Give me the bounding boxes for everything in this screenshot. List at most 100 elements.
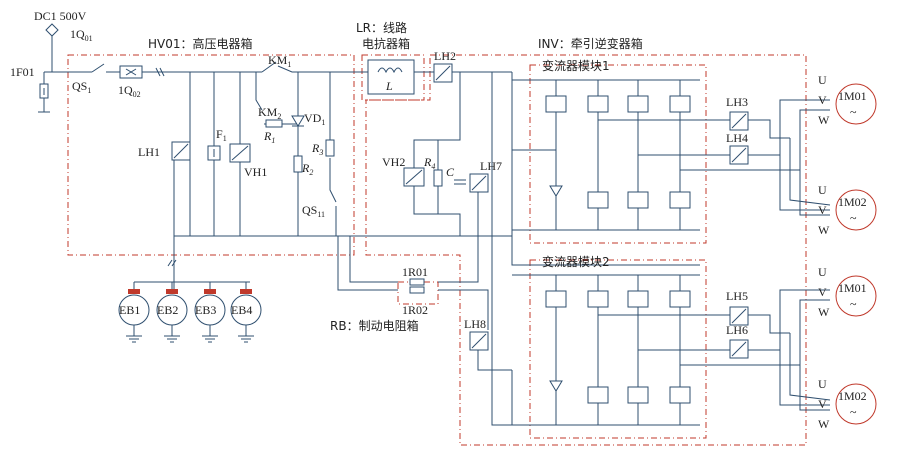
r3-resistor [325,139,335,157]
f1-label: F1 [216,127,227,143]
svg-text:U: U [818,183,827,197]
motor-1-tilde: ~ [850,105,857,119]
lh8-wire [438,289,489,330]
conv1-label: 变流器模块1 [542,58,610,73]
km2-branch [255,72,299,236]
eb3-label: EB3 [195,303,216,317]
module2-rails [512,274,700,426]
lr-box [361,54,425,101]
motor-1m01-a [835,83,877,125]
negative-bus-2 [337,236,398,291]
svg-text:V: V [818,285,827,299]
lh6-sensor-mark [731,341,747,357]
eb2-label: EB2 [157,303,178,317]
module1-legs [555,80,681,230]
r1-label: R1 [263,129,275,145]
svg-text:V: V [818,93,827,107]
svg-text:V: V [818,397,827,411]
module1-outputs [512,119,760,156]
converter-module-1-box [529,64,707,244]
dc-label: DC1 500V [34,9,87,23]
svg-text:W: W [818,417,830,431]
module2-link [511,236,700,266]
reactor-label: L [385,79,393,93]
c-capacitor [454,179,466,185]
km1-bus [190,65,360,73]
qs1-switch [91,63,120,73]
module2-legs [555,275,681,425]
lh1-label: LH1 [138,145,160,159]
reactor-coil [377,67,403,74]
vh1-sensor-mark [231,145,249,161]
lh6-label: LH6 [726,323,748,337]
r2-resistor [293,155,303,173]
negative-bus [174,235,398,283]
module2-motor2-feeds [779,333,831,411]
rb-label: RB：制动电阻箱 [330,318,419,333]
r1-resistor [265,119,283,128]
lh4-sensor-mark [731,147,747,163]
lh1-sensor-mark [173,143,189,159]
module1-rails [512,79,700,231]
lh8-sensor-mark [471,333,487,349]
module1-motor2-feeds [779,138,831,216]
hv01-box [67,54,355,256]
qs1-label: QS1 [72,79,91,95]
vh2-frame [413,72,461,236]
lh2-label: LH2 [434,49,456,63]
vh1-label: VH1 [244,165,267,179]
inv-box [365,54,807,446]
motor-2-label: 1M02 [838,195,867,209]
lr-label-line1: LR：线路 [356,20,407,35]
f01-label: 1F01 [10,65,35,79]
svg-text:U: U [818,377,827,391]
lh5-sensor-mark [731,308,747,324]
svg-text:U: U [818,265,827,279]
eb4-label: EB4 [231,303,252,317]
cable-mark [155,67,165,77]
vd1-diode [291,115,305,127]
motor-4-label: 1M02 [838,389,867,403]
svg-text:W: W [818,223,830,237]
ground-lead-mark [167,259,177,267]
r2-label: R2 [301,161,313,177]
module2-igbts [545,290,691,404]
km1-label: KM1 [268,53,291,69]
svg-text:W: W [818,305,830,319]
r02-resistor [409,286,425,294]
svg-text:W: W [818,113,830,127]
lh7-brake-wire [438,192,479,283]
vh2-sensor-mark [405,169,423,185]
motor-3-tilde: ~ [850,297,857,311]
r3-label: R3 [311,141,323,157]
km1-switch [261,61,277,73]
r4-label: R4 [423,155,435,171]
r01-label: 1R01 [402,265,428,279]
lh5-label: LH5 [726,289,748,303]
motor-1m02-a [835,189,877,231]
lh7-sensor-mark [471,175,487,191]
module1-motor-feeds [680,99,830,171]
c-label: C [446,165,455,179]
motor-2-tilde: ~ [850,211,857,225]
module2-positive-bus [491,72,700,426]
q02-label: 1Q02 [118,83,141,99]
lh4-label: LH4 [726,131,748,145]
dc-supply-connector [45,23,59,37]
line-reactor [367,59,415,95]
motor-1-label: 1M01 [838,89,867,103]
q02-breaker-mark [125,68,137,76]
lr-label-line2: 电抗器箱 [362,36,410,51]
module1-igbts [545,95,691,209]
inv-label: INV：牵引逆变器箱 [538,36,643,51]
conv2-label: 变流器模块2 [542,254,610,269]
converter-module-2-box [529,259,707,439]
vh2-label: VH2 [382,155,405,169]
r01-resistor [409,278,425,286]
qs11-label: QS11 [302,203,325,219]
r3-qs11-branch [329,72,337,236]
motor-1m01-b [835,275,877,317]
hv01-label: HV01：高压电器箱 [148,36,253,51]
